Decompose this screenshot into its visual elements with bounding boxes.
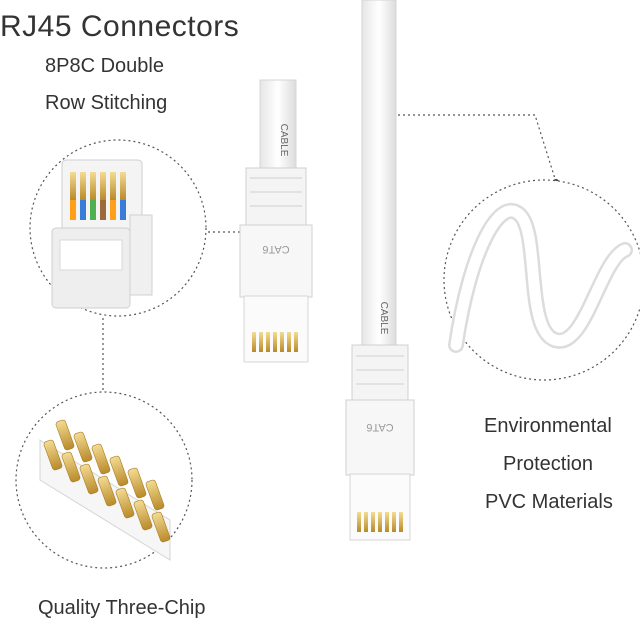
cable-label-right: CABLE: [378, 302, 389, 335]
caption-pvc-materials: PVC Materials: [485, 491, 613, 513]
caption-environmental: Environmental: [484, 415, 612, 437]
cat-label-left: CAT6: [262, 243, 289, 255]
flat-cable-circle: [443, 179, 640, 381]
heading-rj45-connectors: RJ45 Connectors: [0, 10, 240, 43]
callout-line-pvc: [398, 114, 557, 183]
cable-left: CABLE CAT6: [239, 79, 313, 363]
caption-quality-three-chip: Quality Three-Chip: [38, 597, 206, 619]
cable-right: CABLE CAT6: [345, 0, 415, 541]
cat-label-right: CAT6: [366, 421, 393, 433]
cable-label-left: CABLE: [278, 124, 289, 157]
caption-row-stitching: Row Stitching: [45, 92, 168, 114]
connector-closeup-circle: [29, 139, 207, 317]
gold-contacts: [39, 419, 171, 561]
caption-protection: Protection: [503, 453, 594, 475]
caption-8p8c-double: 8P8C Double: [45, 55, 164, 77]
callout-lines: [102, 114, 557, 402]
chip-closeup-circle: [15, 391, 193, 569]
